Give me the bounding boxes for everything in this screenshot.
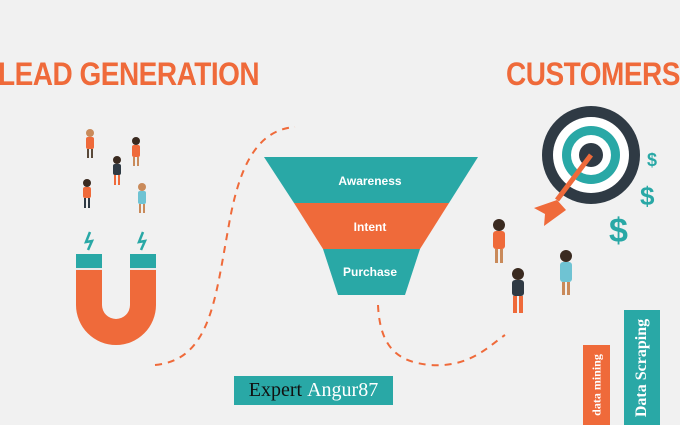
lead-generation-heading: LEAD GENERATION	[0, 56, 260, 92]
brand-word-expert: Expert	[248, 379, 303, 401]
bolt-icon	[84, 231, 95, 251]
arrow-icon	[534, 153, 593, 226]
dollar-icon: $	[647, 150, 657, 170]
person-icon	[560, 250, 572, 295]
funnel-label-intent: Intent	[353, 220, 387, 234]
funnel-label-awareness: Awareness	[338, 174, 402, 188]
data-mining-label: data mining	[589, 354, 603, 416]
funnel-stage-intent	[294, 203, 449, 249]
brand-word-name: Angur87	[307, 379, 379, 401]
dollar-icon: $	[640, 181, 655, 211]
dollar-icon: $	[609, 212, 628, 250]
person-icon	[113, 156, 121, 185]
funnel-stage-awareness	[264, 157, 478, 203]
dashed-path-left	[154, 126, 296, 366]
person-icon	[132, 137, 140, 166]
funnel	[264, 157, 478, 295]
magnet-icon	[76, 231, 156, 345]
person-icon	[138, 183, 146, 213]
person-icon	[512, 268, 524, 313]
person-icon	[83, 179, 91, 208]
person-icon	[493, 219, 505, 263]
dashed-path-right	[377, 304, 506, 367]
data-scraping-label: Data Scraping	[633, 318, 650, 417]
brand-watermark: Expert Angur87	[234, 376, 393, 405]
funnel-label-purchase: Purchase	[342, 265, 398, 279]
bolt-icon	[137, 231, 148, 251]
data-mining-tag: data mining	[583, 345, 610, 425]
person-icon	[86, 129, 94, 158]
customers-heading: CUSTOMERS	[506, 56, 680, 92]
data-scraping-tag: Data Scraping	[624, 310, 660, 425]
funnel-stage-purchase	[323, 249, 420, 295]
